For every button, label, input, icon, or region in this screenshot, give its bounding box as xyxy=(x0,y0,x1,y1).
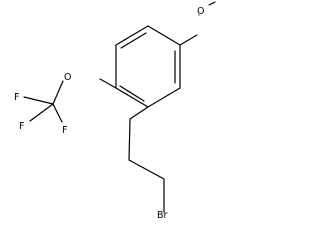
bond-ring-1 xyxy=(147,25,181,46)
bond-ring-double-3 xyxy=(120,32,147,49)
oxygen-methoxy-label: O xyxy=(197,6,204,17)
bond-methoxy-o-to-methyl xyxy=(208,1,216,6)
structure-diagram: O O F F F Br xyxy=(14,1,216,221)
fluorine-2-label: F xyxy=(62,125,67,136)
bond-cf3-to-f3 xyxy=(29,103,54,122)
benzene-ring xyxy=(115,25,181,108)
bond-chain-1 xyxy=(128,118,131,161)
bond-chain-2 xyxy=(128,159,165,180)
bond-ring-4 xyxy=(115,87,149,108)
bond-ring-double-2 xyxy=(119,85,145,102)
oxygen-ether-label: O xyxy=(64,72,71,83)
bond-ether-o-to-cf3 xyxy=(52,80,64,105)
fluorine-3-label: F xyxy=(19,121,24,132)
bond-ring-to-chain xyxy=(129,106,149,120)
fluorine-1-label: F xyxy=(14,92,19,103)
bond-ring-6 xyxy=(115,25,149,46)
bond-ring-to-methoxy-o xyxy=(179,34,198,46)
bond-ring-to-ether-o xyxy=(99,78,117,89)
bromine-label: Br xyxy=(157,210,168,221)
bond-ring-3 xyxy=(147,87,181,108)
bond-cf3-to-f1 xyxy=(23,96,54,105)
bond-cf3-to-f2 xyxy=(52,103,63,123)
